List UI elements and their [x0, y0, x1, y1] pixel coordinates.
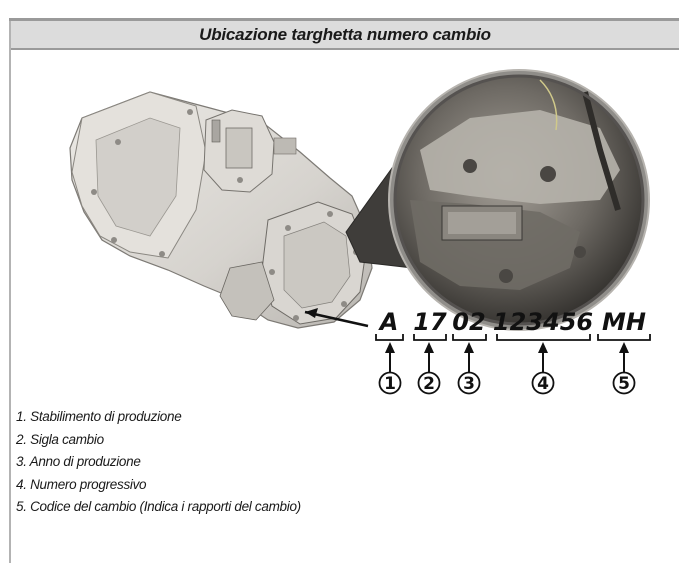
gearbox-illustration: A 17 02 123456 MH [69, 69, 651, 395]
code-field-1: A [378, 308, 399, 336]
callout-number-3: 3 [463, 374, 475, 394]
top-rule [9, 18, 679, 21]
legend-item-4: 4. Numero progressivo [16, 476, 147, 492]
callout-number-5: 5 [618, 374, 630, 394]
magnified-detail-image [388, 69, 650, 331]
code-field-3: 02 [452, 308, 485, 336]
callout-circle-1 [378, 371, 402, 395]
legend-item-2: 2. Sigla cambio [16, 431, 104, 447]
legend-item-5: 5. Codice del cambio (Indica i rapporti … [16, 499, 301, 514]
page-title: Ubicazione targhetta numero cambio [199, 24, 491, 44]
code-field-4: 123456 [493, 308, 593, 336]
callout-circle-3 [457, 371, 481, 395]
field-brackets [375, 334, 651, 341]
title-bar: Ubicazione targhetta numero cambio [11, 21, 679, 48]
legend-item-3: 3. Anno di produzione [16, 454, 141, 469]
code-field-5: MH [602, 308, 646, 336]
left-border [9, 18, 11, 563]
legend-item-1: 1. Stabilimento di produzione [16, 409, 182, 424]
code-field-2: 17 [413, 308, 447, 336]
legend-list: 1. Stabilimento di produzione 2. Sigla c… [16, 406, 616, 519]
callout-number-4: 4 [537, 374, 549, 394]
callout-circle-2 [417, 371, 441, 395]
callout-circle-4 [531, 371, 555, 395]
callout-number-1: 1 [384, 374, 396, 394]
title-underline [11, 48, 679, 50]
field-arrows [389, 345, 625, 372]
callout-number-2: 2 [423, 374, 435, 394]
gearbox-image [69, 91, 373, 329]
callout-circle-5 [612, 371, 636, 395]
